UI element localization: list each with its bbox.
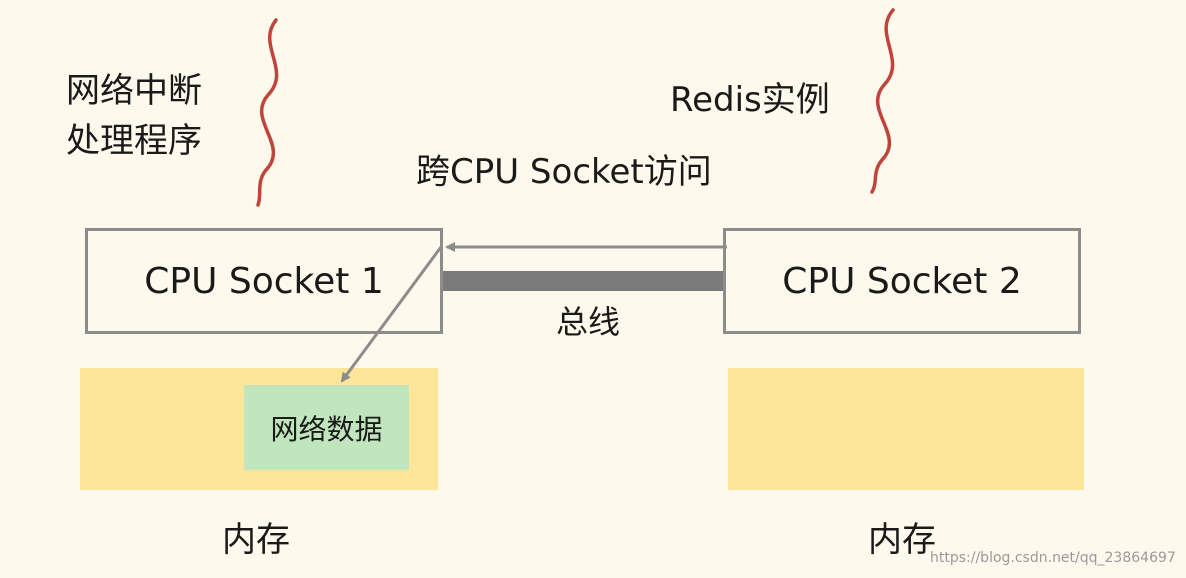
interrupt-thread-squiggle-icon — [256, 18, 279, 207]
network-data-block: 网络数据 — [244, 385, 409, 470]
memory-label-right: 内存 — [868, 520, 936, 560]
cpu-socket-2: CPU Socket 2 — [723, 228, 1081, 334]
cross-socket-access-label: 跨CPU Socket访问 — [416, 152, 712, 192]
redis-instance-label: Redis实例 — [670, 80, 830, 120]
interrupt-handler-label: 网络中断 处理程序 — [66, 71, 202, 161]
memory-label-left: 内存 — [222, 520, 290, 560]
memory-block-right — [728, 368, 1084, 490]
bus-bar — [443, 271, 723, 291]
redis-thread-squiggle-icon — [870, 8, 895, 194]
watermark-text: https://blog.csdn.net/qq_23864697 — [930, 550, 1176, 566]
bus-label: 总线 — [556, 303, 621, 341]
cpu-socket-1: CPU Socket 1 — [85, 228, 443, 334]
memory-access-arrow — [340, 246, 443, 383]
